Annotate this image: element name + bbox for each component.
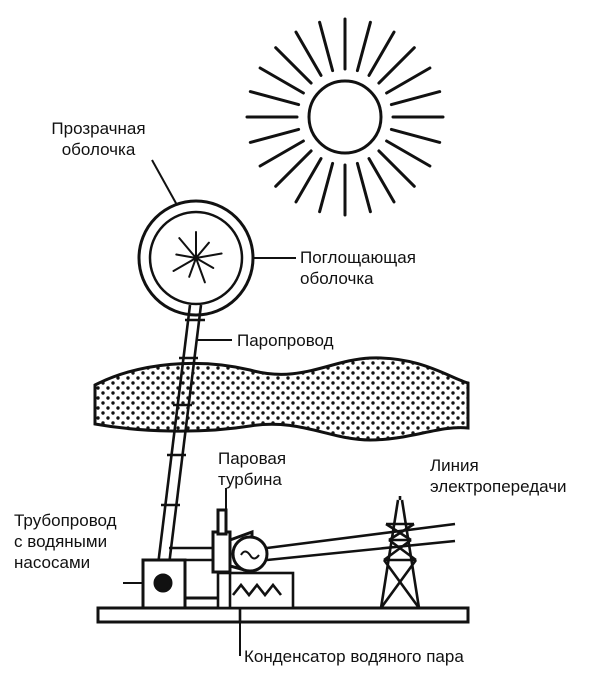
absorber-ray [195, 257, 215, 269]
sun-ray [377, 46, 416, 85]
power-line-wires [266, 522, 456, 562]
label-condenser: Конденсатор водяного пара [244, 647, 464, 666]
label-transparent-shell: Прозрачная оболочка [51, 119, 146, 159]
cloud-band [93, 356, 470, 442]
sun-ray [355, 20, 372, 73]
sun-ray [318, 20, 335, 73]
sun-ray [248, 90, 301, 107]
sun-icon [245, 17, 445, 217]
collector-sphere [137, 199, 255, 317]
sun-ray [258, 66, 305, 95]
sun-ray [389, 127, 442, 144]
label-power-line: Линия электропередачи [430, 456, 567, 496]
absorber-ray [195, 257, 206, 284]
sun-ray [355, 161, 372, 214]
steam-condenser [216, 571, 295, 622]
absorber-ray [175, 253, 197, 259]
sun-ray [294, 30, 323, 77]
transmission-tower-icon [379, 496, 421, 609]
sun-ray [389, 90, 442, 107]
absorber-ray [188, 257, 197, 278]
absorber-ray [178, 237, 197, 259]
label-steam-pipe: Паропровод [237, 331, 334, 350]
water-pump-unit [141, 558, 218, 610]
sun-ray [294, 157, 323, 204]
label-absorbing-shell: Поглощающая оболочка [300, 248, 416, 288]
sun-ray [385, 139, 432, 168]
leader-lines [123, 159, 296, 656]
sun-ray [367, 30, 396, 77]
ground-base [96, 606, 470, 624]
generator-icon [231, 535, 269, 573]
sun-ray [367, 157, 396, 204]
steam-pipe [156, 304, 212, 566]
sun-ray [385, 66, 432, 95]
sun-ray [377, 149, 416, 188]
sun-ray [274, 46, 313, 85]
sun-ray [274, 149, 313, 188]
label-pipeline-pumps: Трубопровод с водяными насосами [14, 511, 117, 572]
sun-ray [318, 161, 335, 214]
absorber-ray [195, 252, 223, 259]
sun-ray [258, 139, 305, 168]
sun-ray [248, 127, 301, 144]
absorber-ray [195, 241, 210, 259]
absorber-ray [172, 257, 197, 272]
label-steam-turbine: Паровая турбина [218, 449, 287, 489]
